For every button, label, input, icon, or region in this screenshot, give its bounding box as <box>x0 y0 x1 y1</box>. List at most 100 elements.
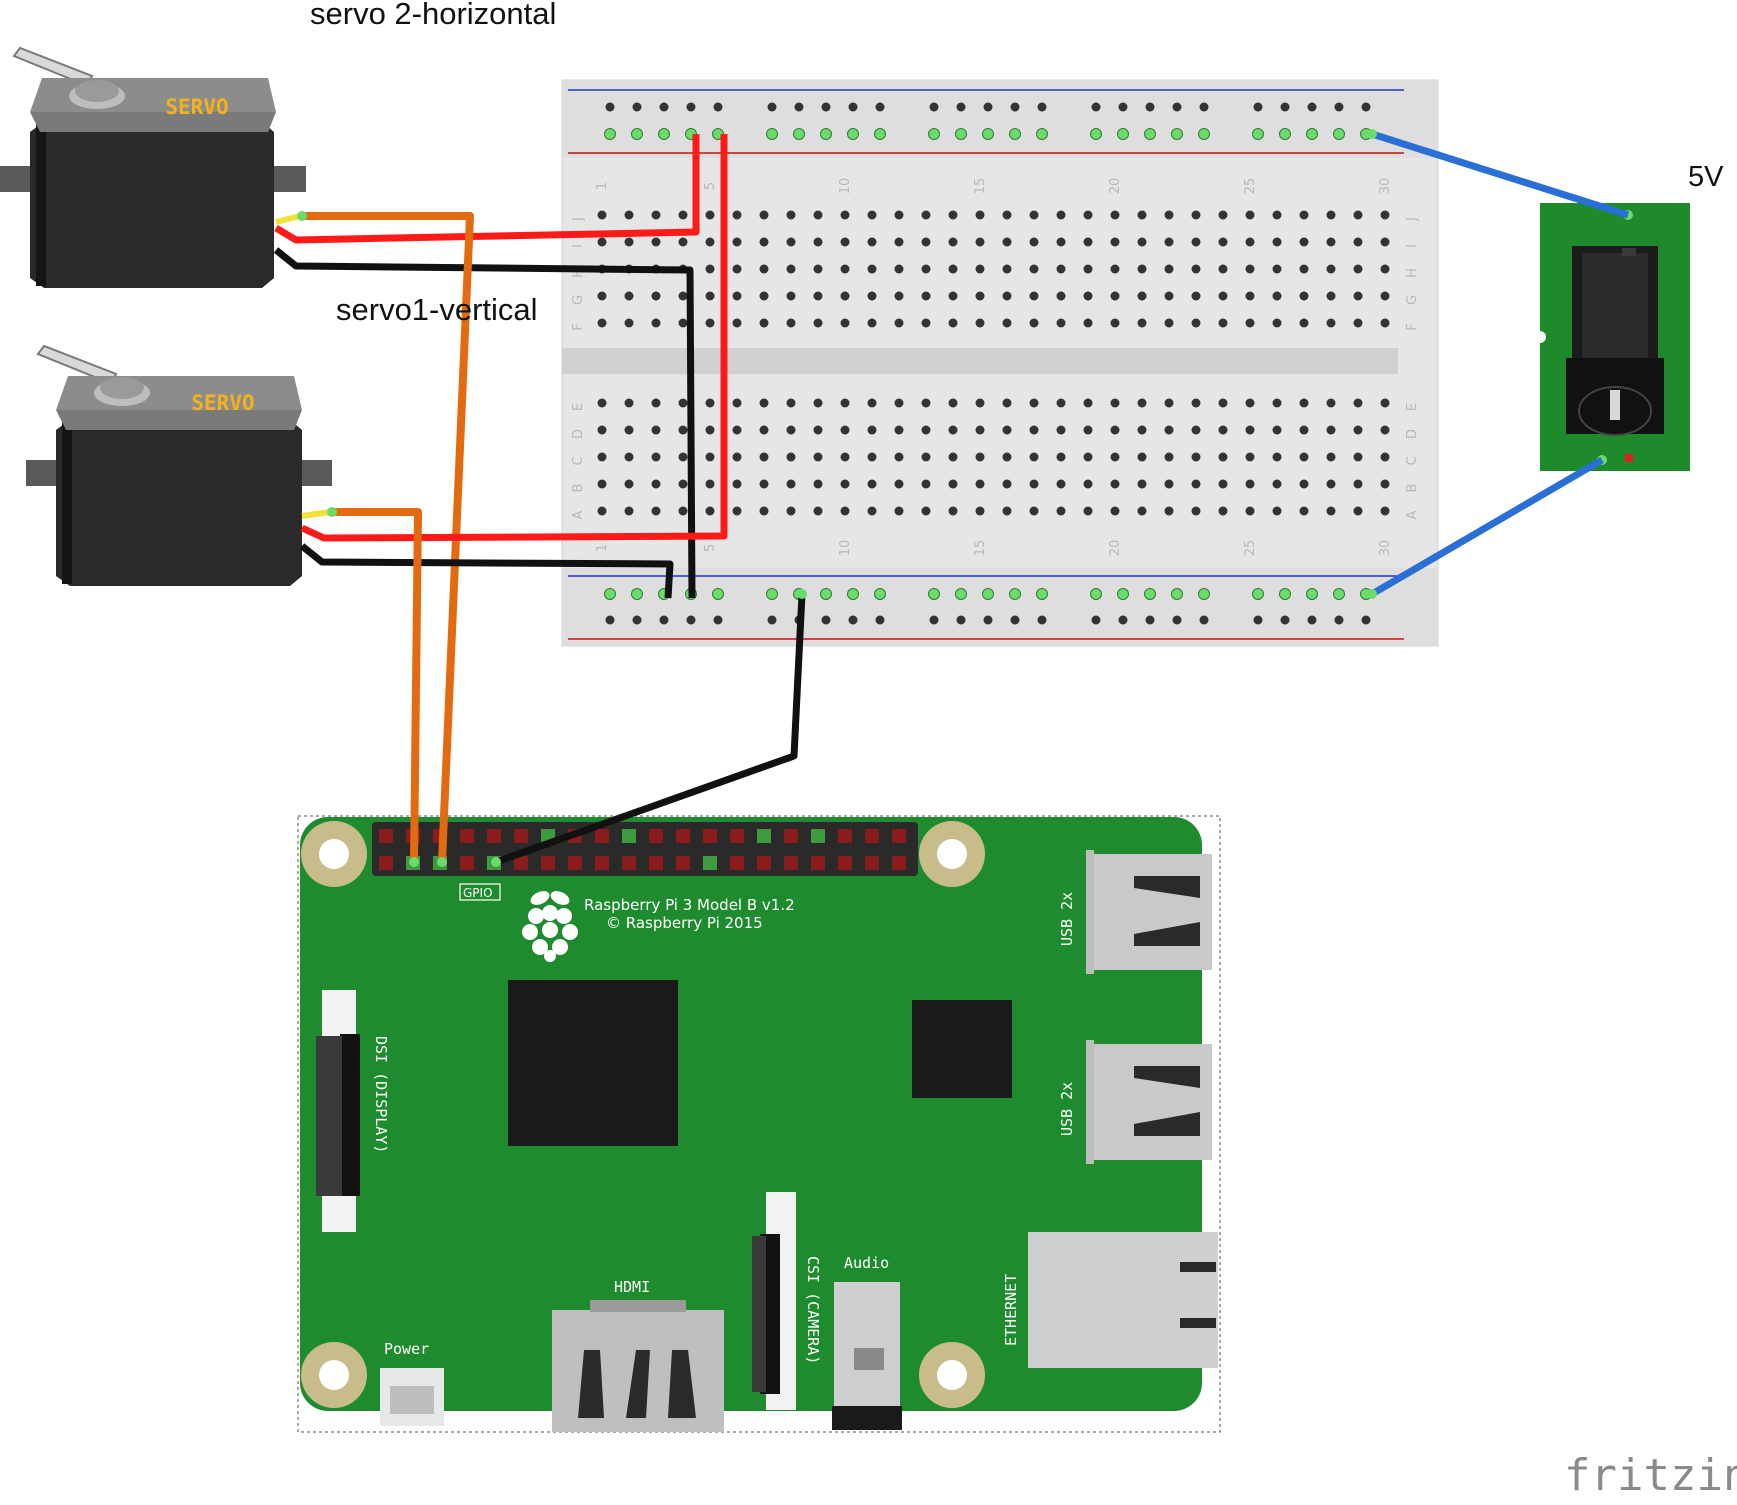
breadboard-hole <box>821 102 831 112</box>
breadboard-hole <box>1091 615 1101 625</box>
breadboard-hole <box>867 452 877 462</box>
breadboard-hole <box>705 398 715 408</box>
gpio-pin <box>595 829 609 843</box>
breadboard-hole <box>1056 398 1066 408</box>
breadboard-hole <box>631 588 643 600</box>
breadboard-hole <box>766 588 778 600</box>
power-port <box>380 1368 444 1426</box>
breadboard-hole <box>948 398 958 408</box>
breadboard-hole <box>867 398 877 408</box>
breadboard-hole <box>624 398 634 408</box>
breadboard-hole <box>1333 588 1345 600</box>
breadboard-hole <box>813 479 823 489</box>
breadboard-hole <box>1191 452 1201 462</box>
breadboard-hole <box>786 264 796 274</box>
breadboard-hole <box>956 102 966 112</box>
breadboard-hole <box>1299 425 1309 435</box>
wire-servo2-ground-black <box>273 247 696 599</box>
usb-port-top <box>1086 850 1212 974</box>
wire-end <box>797 589 807 599</box>
breadboard-hole <box>1056 425 1066 435</box>
breadboard-hole <box>1137 210 1147 220</box>
power-jack <box>1534 203 1690 471</box>
breadboard-hole <box>786 398 796 408</box>
breadboard-hole <box>1002 210 1012 220</box>
breadboard-hole <box>1353 237 1363 247</box>
breadboard-hole <box>794 102 804 112</box>
gpio-pin <box>460 829 474 843</box>
gpio-pin <box>541 856 555 870</box>
breadboard-hole <box>705 210 715 220</box>
breadboard-hole <box>955 588 967 600</box>
gpio-pin <box>649 856 663 870</box>
breadboard-hole <box>1117 588 1129 600</box>
breadboard-hole <box>624 318 634 328</box>
breadboard-hole <box>1029 398 1039 408</box>
breadboard-hole <box>929 102 939 112</box>
breadboard-hole <box>1002 452 1012 462</box>
breadboard-hole <box>1164 452 1174 462</box>
breadboard-hole <box>1353 506 1363 516</box>
breadboard-hole <box>1280 615 1290 625</box>
breadboard-hole <box>1199 615 1209 625</box>
breadboard-hole <box>840 318 850 328</box>
breadboard-hole <box>1245 264 1255 274</box>
breadboard-hole <box>1164 264 1174 274</box>
breadboard-hole <box>1172 615 1182 625</box>
breadboard-hole <box>921 479 931 489</box>
breadboard-hole <box>597 452 607 462</box>
breadboard-hole <box>1090 128 1102 140</box>
breadboard-hole <box>1218 479 1228 489</box>
breadboard-label: 30 <box>1378 178 1393 195</box>
breadboard-hole <box>1191 318 1201 328</box>
breadboard-hole <box>1137 479 1147 489</box>
breadboard-hole <box>1299 318 1309 328</box>
breadboard-hole <box>732 264 742 274</box>
breadboard-hole <box>1171 128 1183 140</box>
ethernet-label: ETHERNET <box>1002 1274 1020 1346</box>
breadboard-hole <box>894 452 904 462</box>
breadboard-hole <box>732 479 742 489</box>
wire-servo1-ground-black <box>299 543 674 599</box>
breadboard-hole <box>1299 398 1309 408</box>
breadboard-hole <box>1110 452 1120 462</box>
breadboard-hole <box>1333 128 1345 140</box>
breadboard-hole <box>732 506 742 516</box>
breadboard-hole <box>813 425 823 435</box>
breadboard-hole <box>597 398 607 408</box>
breadboard-label: E <box>571 403 586 411</box>
breadboard-hole <box>1326 237 1336 247</box>
breadboard-hole <box>732 210 742 220</box>
breadboard-hole <box>1083 479 1093 489</box>
hdmi-port <box>552 1300 724 1432</box>
breadboard-hole <box>820 128 832 140</box>
breadboard-hole <box>1164 291 1174 301</box>
breadboard-hole <box>1110 237 1120 247</box>
breadboard-hole <box>1245 291 1255 301</box>
breadboard-hole <box>1326 264 1336 274</box>
servo-2: SERVO <box>0 46 306 288</box>
breadboard-hole <box>759 398 769 408</box>
breadboard-hole <box>1353 210 1363 220</box>
breadboard-label: J <box>1405 217 1420 222</box>
breadboard-hole <box>921 425 931 435</box>
breadboard-hole <box>1272 506 1282 516</box>
breadboard-hole <box>1029 506 1039 516</box>
breadboard-hole <box>1218 425 1228 435</box>
breadboard-hole <box>597 237 607 247</box>
breadboard-hole <box>604 128 616 140</box>
breadboard-hole <box>948 425 958 435</box>
breadboard-hole <box>975 237 985 247</box>
breadboard-hole <box>1110 479 1120 489</box>
breadboard-hole <box>867 210 877 220</box>
breadboard-hole <box>732 291 742 301</box>
breadboard-hole <box>1353 452 1363 462</box>
breadboard-hole <box>1380 398 1390 408</box>
breadboard-hole <box>813 237 823 247</box>
breadboard-hole <box>786 237 796 247</box>
breadboard-hole <box>597 318 607 328</box>
breadboard-hole <box>1299 264 1309 274</box>
gpio-pin <box>676 829 690 843</box>
breadboard-hole <box>894 425 904 435</box>
